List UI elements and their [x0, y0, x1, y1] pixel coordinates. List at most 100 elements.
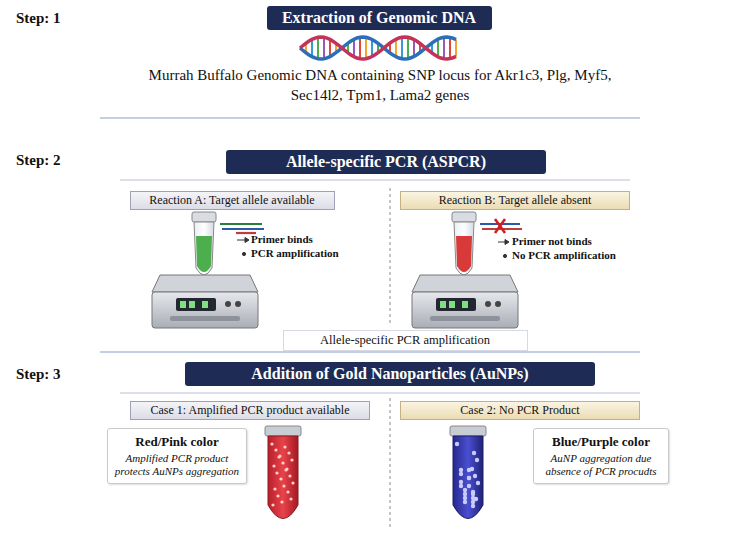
node-heading: Reaction B: Target allele absent [409, 193, 621, 208]
step-banner: Allele-specific PCR (ASPCR) [226, 150, 546, 174]
pointer-arrow [498, 242, 505, 243]
blue-tube [463, 492, 467, 496]
blue-tube [459, 484, 463, 488]
pcr-machine [194, 222, 214, 275]
pointer-arrow [498, 240, 509, 258]
pcr-machine [495, 301, 501, 307]
primer-mismatch [480, 219, 522, 233]
dna-helix [437, 39, 439, 57]
red-tube [283, 445, 286, 448]
red-tube [272, 464, 275, 467]
node-heading: Reaction A: Target allele available [139, 193, 326, 208]
dna-helix [443, 37, 445, 59]
red-tube [270, 442, 273, 445]
primer-binding [220, 224, 264, 233]
summary-box: Allele-specific PCR amplification [283, 330, 528, 351]
blue-tube [472, 451, 476, 455]
dashed-divider [390, 188, 391, 326]
dna-helix [353, 39, 355, 56]
pcr-machine [176, 298, 216, 311]
dna-helix [401, 37, 403, 59]
red-tube [282, 484, 285, 487]
red-tube [290, 458, 293, 461]
pointer-arrow [237, 238, 249, 256]
blue-tube [453, 436, 483, 519]
dashed-divider [390, 188, 391, 530]
pcr-machine [436, 298, 476, 311]
step-label: Step: 2 [16, 152, 61, 169]
separator-line [100, 351, 640, 352]
pcr-machine [454, 222, 474, 275]
node-heading: Case 2: No PCR Product [409, 403, 631, 418]
red-tube [285, 467, 288, 470]
red-tube [278, 454, 281, 457]
dna-helix [323, 37, 325, 58]
pcr-machine [412, 212, 518, 328]
callout-text: No PCR amplification [512, 249, 616, 261]
step-banner: Addition of Gold Nanoparticles (AuNPs) [185, 362, 595, 386]
pcr-machine [152, 275, 258, 292]
dna-helix [395, 39, 397, 56]
red-tube [284, 468, 287, 471]
red-tube [280, 500, 283, 503]
node-heading: Blue/Purple color [540, 434, 662, 450]
pcr-machine [440, 301, 446, 308]
result-card: Blue/Purple colorAuNP aggregation due ab… [533, 428, 669, 484]
pcr-machine [180, 301, 186, 308]
node-body: AuNP aggregation due absence of PCR proc… [540, 452, 662, 478]
node-heading: Red/Pink color [114, 434, 240, 450]
step-label: Step: 1 [16, 10, 61, 27]
red-tube [289, 497, 292, 500]
blue-tube [467, 476, 471, 480]
pcr-machine [462, 301, 468, 308]
blue-tube [463, 496, 467, 500]
pcr-machine [485, 301, 491, 307]
red-tube [279, 477, 282, 480]
pcr-machine [196, 236, 212, 272]
node-heading: Allele-specific PCR (ASPCR) [240, 153, 532, 171]
blue-tube [476, 481, 480, 485]
separator-line [120, 392, 640, 393]
red-tube [274, 448, 277, 451]
blue-tube [459, 472, 463, 476]
red-tube [270, 442, 294, 506]
red-tube [288, 474, 291, 477]
red-tube [287, 451, 290, 454]
node-heading: Extraction of Genomic DNA [281, 9, 478, 27]
red-tube [276, 494, 279, 497]
dna-helix [329, 39, 331, 56]
separator-line [100, 118, 640, 393]
primer-mismatch [495, 219, 505, 233]
blue-tube [463, 500, 467, 504]
pcr-machine [192, 212, 216, 222]
blue-tube [467, 484, 471, 488]
dashed-divider [390, 398, 391, 530]
blue-tube [459, 480, 463, 484]
dna-helix [359, 37, 361, 59]
pcr-machine [202, 301, 208, 308]
case-box: Case 2: No PCR Product [400, 401, 640, 420]
primer-binding [220, 223, 262, 225]
pcr-machine [449, 301, 455, 308]
pcr-machine [412, 275, 518, 292]
pcr-machine [225, 301, 231, 307]
pointer-arrow [245, 238, 249, 243]
pcr-machine [235, 301, 241, 307]
separator-line [100, 117, 640, 118]
dna-helix [365, 37, 367, 58]
dna-helix [413, 40, 415, 57]
blue-tube [471, 504, 475, 508]
node-heading: Case 1: Amplified PCR product available [139, 403, 361, 418]
blue-tube [450, 426, 486, 519]
pcr-machine [152, 292, 258, 328]
pointer-arrow [503, 254, 506, 257]
red-tube [275, 471, 278, 474]
node-heading: Addition of Gold Nanoparticles (AuNPs) [199, 365, 581, 383]
pointer-arrow [505, 240, 509, 245]
pointer-arrow [242, 252, 245, 255]
pcr-machine [452, 212, 476, 222]
blue-tube [455, 442, 459, 446]
blue-tube [450, 426, 486, 436]
pcr-machine [412, 292, 518, 328]
